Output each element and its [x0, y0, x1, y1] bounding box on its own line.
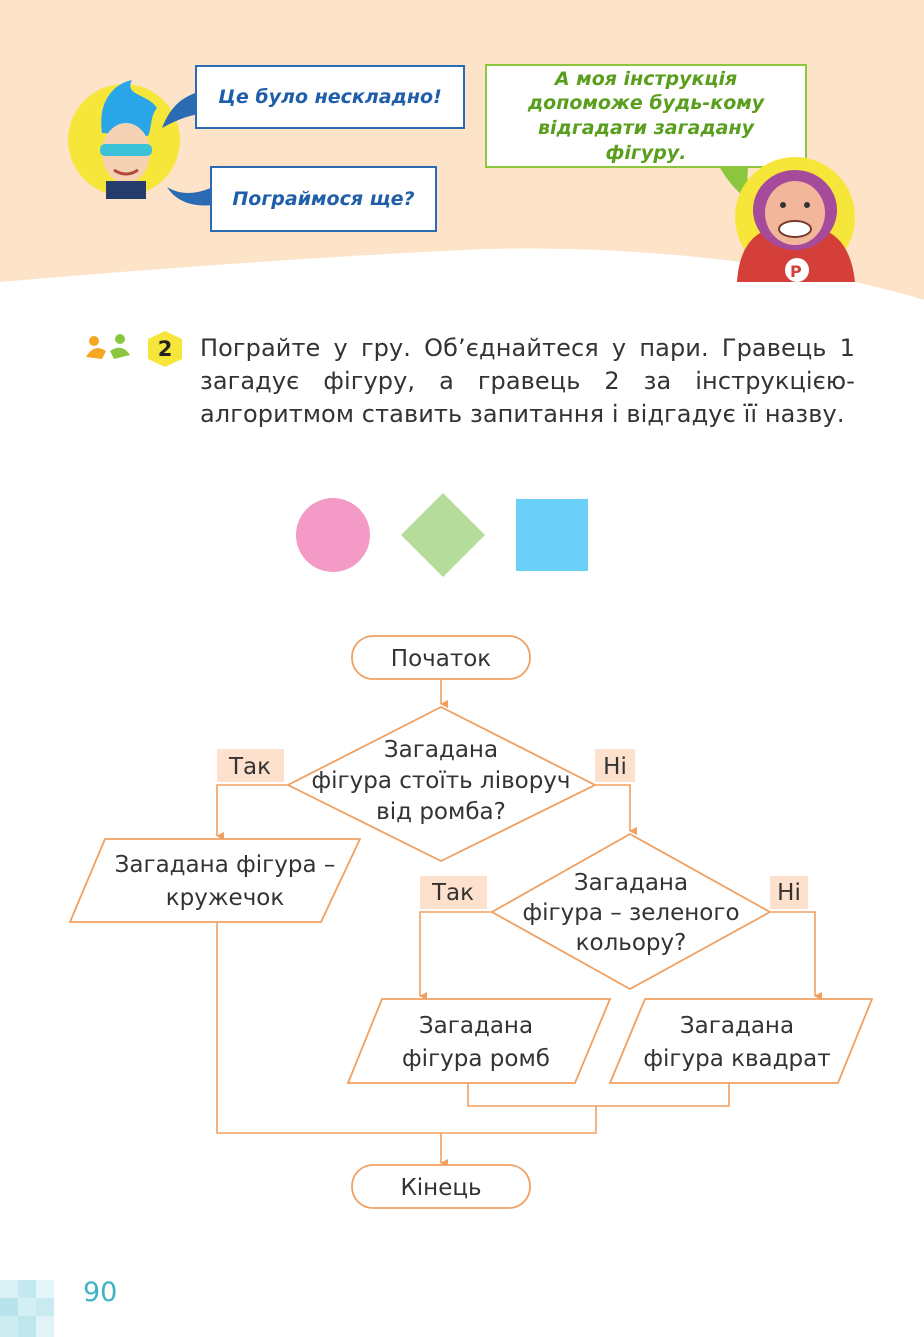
- start-label: Початок: [391, 646, 492, 672]
- decision-2-line-2: фігура – зеленого: [522, 900, 739, 926]
- pair-work-icon: [86, 334, 130, 359]
- robot-speech-bubble-2: Пограймося ще?: [210, 166, 437, 232]
- output-square-parallelogram: [608, 998, 874, 1084]
- page-number: 90: [83, 1277, 118, 1308]
- output-circle-line-2: кружечок: [166, 885, 285, 911]
- decision-1-no-label: Ні: [603, 754, 627, 780]
- output-square-line-2: фігура квадрат: [643, 1046, 830, 1072]
- end-label: Кінець: [400, 1175, 481, 1201]
- robot-speech-text-1: Це було нескладно!: [218, 85, 442, 108]
- end-terminal: [351, 1164, 531, 1209]
- output-square-line-1: Загадана: [680, 1013, 794, 1039]
- green-rhombus-shape: [401, 493, 485, 577]
- bubble-tail-2: [167, 187, 213, 206]
- output-rhombus-line-2: фігура ромб: [402, 1046, 550, 1072]
- robot-speech-bubble-1: Це було нескладно!: [195, 65, 465, 129]
- blue-square-shape: [516, 499, 588, 571]
- decision-2-diamond: [490, 832, 772, 991]
- decision-1-line-1: Загадана: [384, 737, 498, 763]
- bubble-tail-1: [162, 92, 198, 128]
- task-number: 2: [157, 337, 173, 361]
- decision-2-line-3: кольору?: [576, 930, 687, 956]
- start-terminal: [351, 635, 531, 680]
- decision-2-no-label: Ні: [777, 880, 801, 906]
- output-circle-line-1: Загадана фігура –: [115, 852, 336, 878]
- character-speech-bubble: А моя інструкція допоможе будь-кому відг…: [485, 64, 807, 168]
- task-text: Пограйте у гру. Об’єднайтеся у пари. Гра…: [200, 334, 855, 428]
- decision-2-line-1: Загадана: [574, 870, 688, 896]
- output-rhombus-parallelogram: [346, 998, 612, 1084]
- strongman-character-image: P: [735, 157, 855, 282]
- output-rhombus-line-1: Загадана: [419, 1013, 533, 1039]
- shapes-row: [296, 493, 588, 577]
- decision-2-yes-label: Так: [431, 880, 474, 906]
- decision-1-yes-label: Так: [228, 754, 271, 780]
- flowchart: Початок Загадана фігура стоїть ліворуч в…: [68, 635, 874, 1209]
- decision-1-line-3: від ромба?: [376, 799, 506, 825]
- corner-decoration: [0, 1280, 54, 1337]
- pink-circle-shape: [296, 498, 370, 572]
- robot-character-image: [68, 80, 180, 199]
- svg-text:P: P: [790, 262, 802, 281]
- character-speech-text: А моя інструкція допоможе будь-кому відг…: [527, 67, 765, 164]
- task-number-badge: 2: [145, 330, 185, 368]
- robot-speech-text-2: Пограймося ще?: [232, 187, 415, 210]
- decision-1-line-2: фігура стоїть ліворуч: [311, 768, 570, 794]
- decision-1-diamond: [285, 705, 598, 863]
- output-circle-parallelogram: [68, 838, 362, 923]
